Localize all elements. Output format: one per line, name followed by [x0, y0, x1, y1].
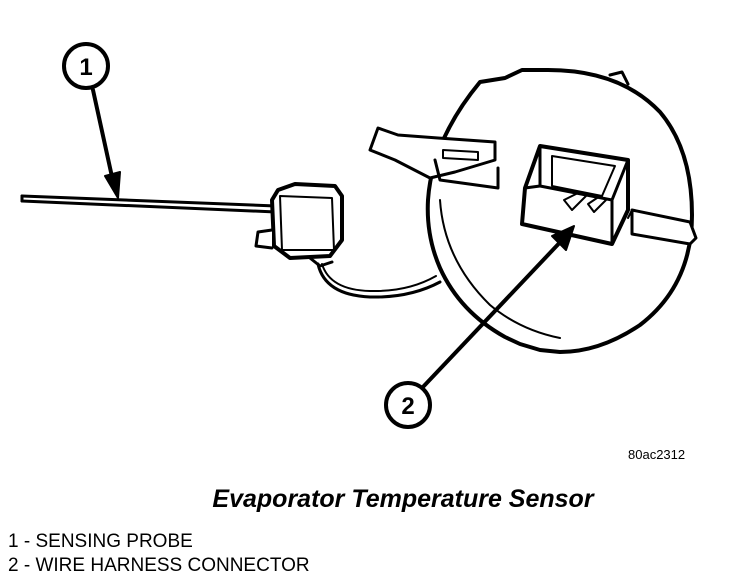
- figure-caption: Evaporator Temperature Sensor: [212, 485, 594, 513]
- callout-number-2: 2: [401, 393, 414, 420]
- legend-number: 2: [8, 555, 19, 576]
- parts-legend: 1 - SENSING PROBE 2 - WIRE HARNESS CONNE…: [8, 530, 310, 578]
- right-mounting-tab: [627, 208, 698, 246]
- legend-separator: -: [23, 531, 31, 552]
- legend-label: WIRE HARNESS CONNECTOR: [35, 555, 310, 576]
- legend-number: 1: [8, 531, 19, 552]
- probe-head: [254, 182, 344, 268]
- leader-line-1: [91, 88, 121, 199]
- legend-label: SENSING PROBE: [35, 531, 193, 552]
- callout-circle-2: [384, 381, 432, 429]
- figure-code: 80ac2312: [628, 447, 686, 462]
- callout-number-1: 1: [79, 54, 92, 81]
- wire-harness-connector: [520, 144, 630, 246]
- legend-item: 1 - SENSING PROBE: [8, 530, 310, 554]
- sensor-wire: [316, 262, 442, 299]
- legend-item: 2 - WIRE HARNESS CONNECTOR: [8, 554, 310, 578]
- legend-separator: -: [23, 555, 31, 576]
- sensor-illustration: 1 2: [20, 42, 698, 429]
- left-mounting-tab: [368, 126, 500, 190]
- sensing-probe: [20, 194, 278, 214]
- callout-circle-1: [62, 42, 110, 90]
- leader-line-2: [420, 225, 575, 390]
